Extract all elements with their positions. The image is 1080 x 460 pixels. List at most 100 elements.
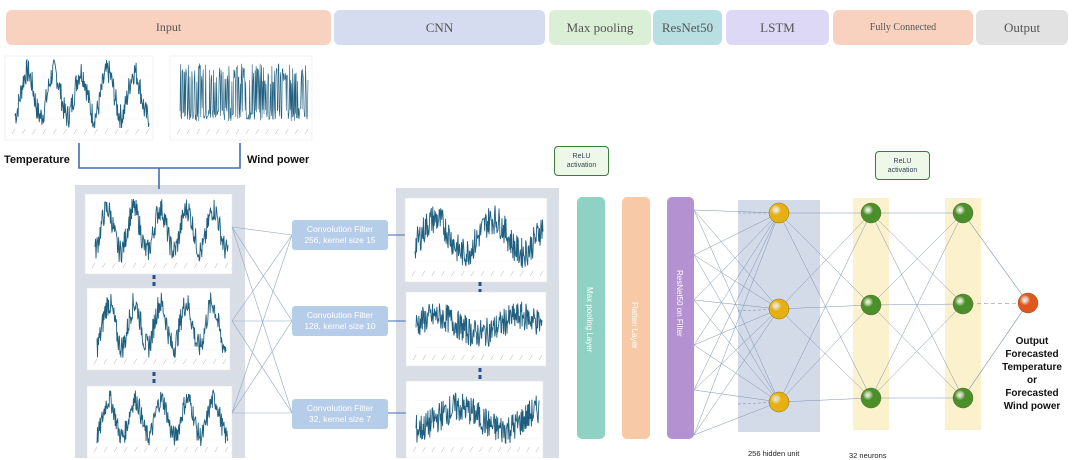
resnet-lstm-link <box>693 212 780 436</box>
stack-chart-2-tick <box>193 358 197 365</box>
fc-fc-link <box>870 212 964 399</box>
stack-chart-2-tick <box>133 358 137 365</box>
resnet-lstm-link <box>693 212 780 346</box>
temperature-label: Temperature <box>4 154 70 166</box>
filter-2-line2: 128, kernel size 10 <box>304 321 376 331</box>
lstm-fc-link <box>778 212 872 403</box>
header-max-pooling-label: Max pooling <box>566 19 634 35</box>
temperature-input-chart-tick <box>53 128 57 135</box>
header-lstm: LSTM <box>726 10 829 45</box>
wind-input-chart-tick <box>196 128 200 135</box>
wind-input-chart-tick <box>186 128 191 135</box>
feature-map-3-line <box>415 392 540 445</box>
lstm-node <box>768 298 790 320</box>
stack-chart-2-tick <box>222 358 227 365</box>
filter-1-line2: 256, kernel size 15 <box>304 235 376 245</box>
feature-map-1-tick <box>500 270 504 277</box>
temperature-input-chart-tick <box>32 128 36 135</box>
filter-3-line1: Convolution Filter <box>306 403 374 413</box>
temperature-input-chart <box>4 55 154 141</box>
fc-caption: 32 neurons <box>849 451 887 460</box>
filter-3-line2: 32, kernel size 7 <box>309 414 371 424</box>
feature-map-1-tick <box>520 270 524 277</box>
stack-chart-2-tick <box>113 358 118 365</box>
feature-map-1-tick <box>431 270 435 277</box>
feature-map-3-tick <box>431 446 436 453</box>
stack-chart-1-tick <box>112 262 116 269</box>
stack-chart-3-tick <box>184 446 188 453</box>
temperature-input-chart-tick <box>94 128 98 135</box>
output-line-2: Forecasted <box>1005 349 1059 360</box>
lstm-dashed-link <box>737 401 780 405</box>
temperature-input-chart-tick <box>42 128 47 135</box>
wind-input-chart-tick <box>176 128 181 135</box>
lstm-node <box>768 202 790 224</box>
resnet-lstm-link <box>693 209 780 214</box>
feature-map-1-line <box>414 205 544 269</box>
resnet-lstm-link <box>693 308 780 346</box>
feature-map-1-tick <box>421 270 426 277</box>
fc-output-link <box>962 212 1029 304</box>
feature-map-3-tick <box>412 446 417 453</box>
feature-map-2-tick <box>441 354 446 361</box>
stack-chart-1-tick <box>183 262 188 269</box>
relu-label-2: ReLU activation <box>887 157 918 174</box>
resnet-lstm-link <box>693 212 780 391</box>
output-line-1: Output <box>1015 336 1049 347</box>
stack-filter-links <box>231 226 293 414</box>
fc-fc-link <box>870 212 964 305</box>
lstm-fc-link <box>778 212 872 399</box>
stack-chart-2-tick <box>163 358 167 365</box>
resnet50-filter-layer-label: ResNet50 on Filter <box>675 269 684 337</box>
feature-map-3-tick <box>479 446 483 453</box>
header-cnn-label: CNN <box>425 19 454 35</box>
stack-chart-1-tick <box>194 262 198 269</box>
temperature-input-chart-tick <box>63 128 67 135</box>
header-max-pooling: Max pooling <box>549 10 651 45</box>
temperature-input-chart-tick <box>83 128 88 135</box>
output-node <box>1017 292 1039 314</box>
feature-map-2-tick <box>470 354 475 361</box>
temperature-input-chart-tick <box>104 128 108 135</box>
stack-chart-3-tick <box>134 446 138 453</box>
feature-map-2-tick <box>519 354 523 361</box>
header-resnet50-label: ResNet50 <box>661 19 714 35</box>
stack-chart-2-tick <box>202 358 207 365</box>
header-output-label: Output <box>1003 19 1041 35</box>
feature-map-3-tick <box>488 446 492 453</box>
temperature-input-chart-tick <box>11 128 16 135</box>
lstm-fc-link <box>778 212 872 306</box>
output-line-5: Forecasted <box>1005 388 1059 399</box>
lstm-node <box>768 391 790 413</box>
fc2-node <box>952 387 974 409</box>
stack-chart-3-line <box>96 389 229 447</box>
header-fully-connected: Fully Connected <box>833 10 973 45</box>
feature-map-2-tick <box>538 354 543 361</box>
stack-chart-3-tick <box>124 446 128 453</box>
stack-chart-1-tick <box>102 262 106 269</box>
wind-input-chart <box>169 55 313 141</box>
feature-map-3 <box>405 380 544 458</box>
stack-chart-1-line <box>94 198 229 264</box>
temperature-input-chart-tick <box>22 128 26 135</box>
feature-map-2-tick <box>461 354 465 361</box>
fc-output-link <box>962 302 1029 305</box>
feature-map-2-line <box>415 301 543 347</box>
output-line-3: Temperature <box>1002 362 1062 373</box>
temperature-input-chart-tick <box>73 128 78 135</box>
feature-map-2-tick <box>422 354 426 361</box>
feature-map-1-tick <box>411 270 416 277</box>
stack-chart-3-tick <box>214 446 219 453</box>
wind-input-chart-tick <box>285 128 289 135</box>
header-cnn: CNN <box>334 10 545 45</box>
stack-chart-2-tick <box>153 358 157 365</box>
fc2-node <box>952 202 974 224</box>
feature-map-1-tick <box>539 270 544 277</box>
stack-chart-3-tick <box>103 446 108 453</box>
output-line-4: or <box>1027 375 1037 386</box>
stack-chart-3-tick <box>174 446 178 453</box>
resnet-lstm-link <box>693 401 780 436</box>
feature-map-1-tick <box>441 270 445 277</box>
